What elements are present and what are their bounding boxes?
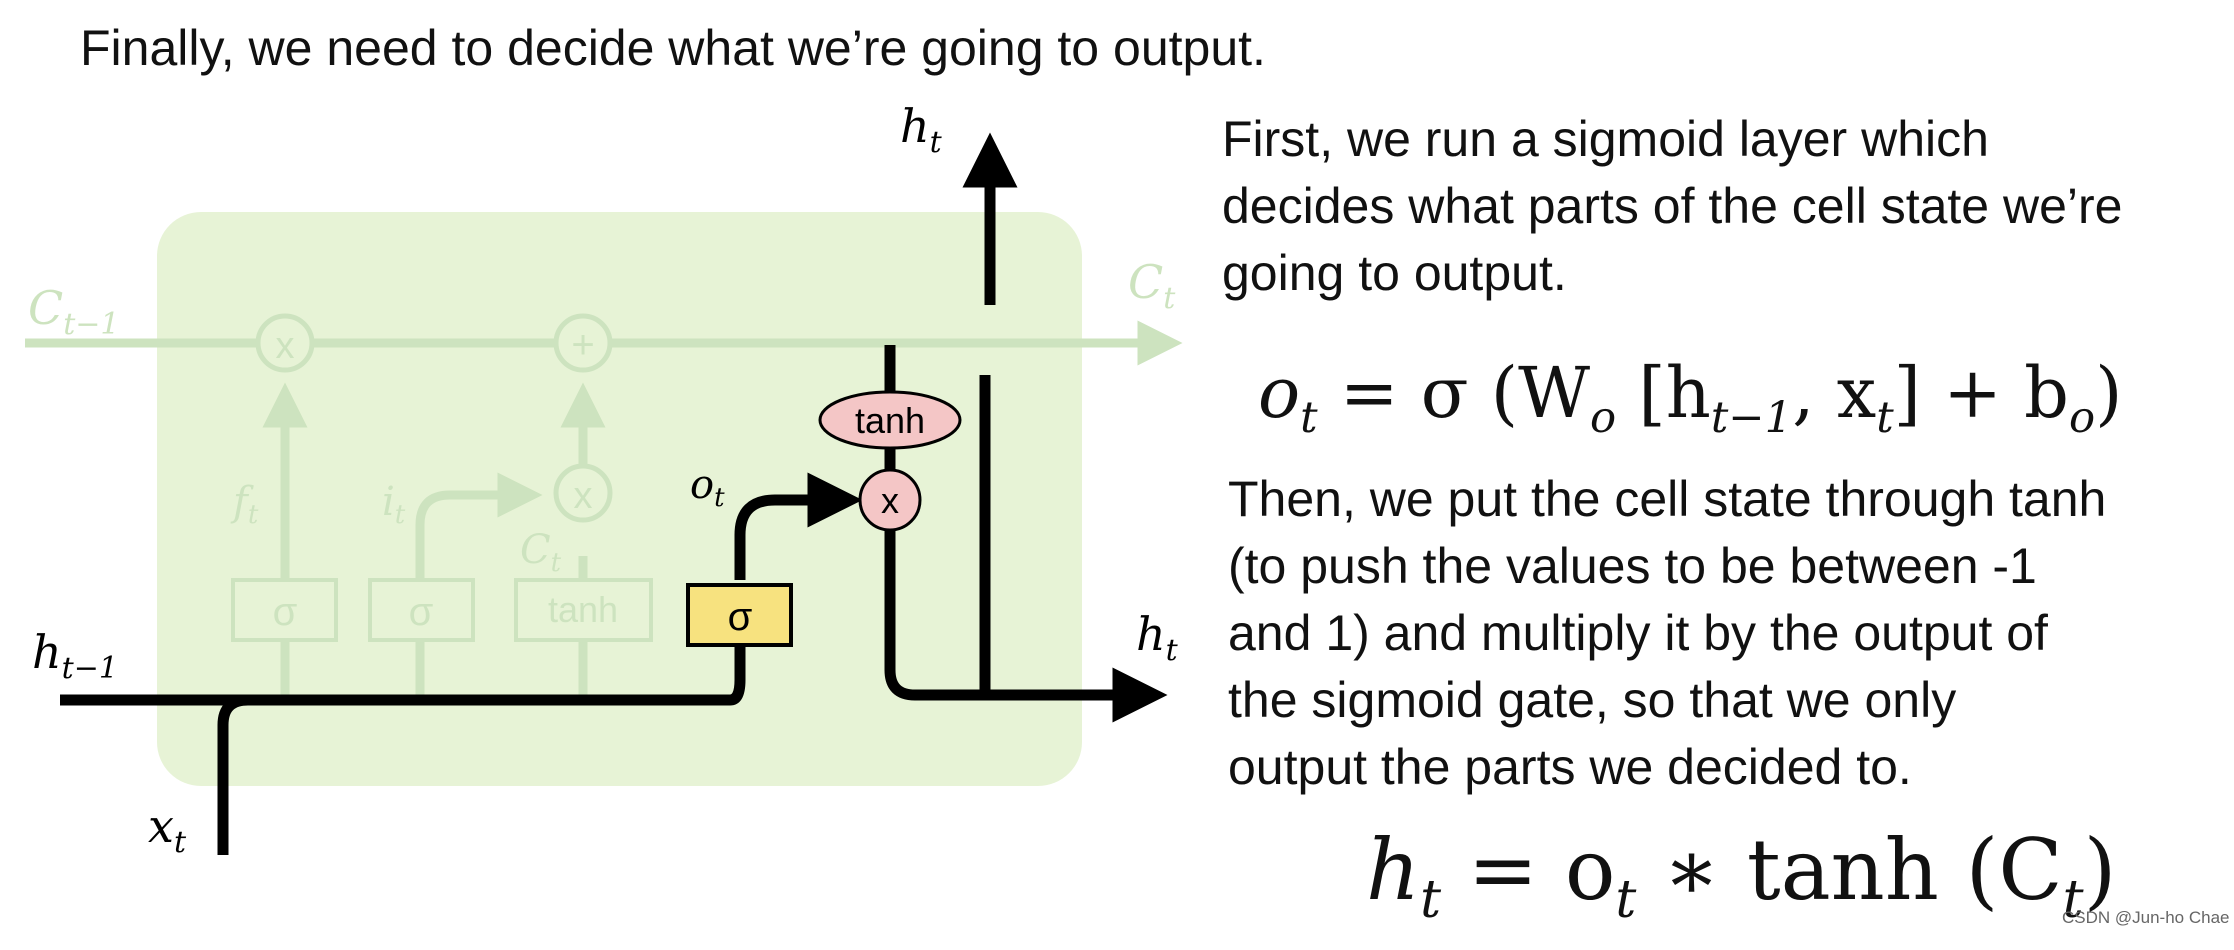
faded-input-multiply [553,463,613,523]
faded-times-label: x [276,325,295,367]
label-c-prev: Ct−1 [28,281,119,342]
eq-text: ) [2095,352,2123,434]
faded-forget-multiply [255,313,315,373]
para2-line: the sigmoid gate, so that we only [1228,672,1957,728]
faded-forget-gate [231,578,338,642]
faded-plus-label: + [571,323,594,367]
eq-text: ] + b [1893,352,2069,434]
eq-text: ∗ tanh (C [1636,821,2063,919]
label-text: C [520,527,551,573]
eq-text: ) [2083,821,2117,919]
eq-subscript: t [1420,870,1442,931]
eq-text: [h [1616,352,1711,434]
eq-subscript: t−1 [1710,393,1793,444]
lstm-cell-diagram: x + x σ σ tanh Ct−1 Ct ft it Ct [25,99,1183,860]
label-text: o [690,462,714,508]
faded-i-path [415,472,543,580]
label-text: h [900,99,930,153]
eq-subscript: t [1615,870,1637,931]
active-components: σ tanh x ht−1 xt ht ht ot [32,99,1179,860]
para2-line: output the parts we decided to. [1228,739,1912,795]
label-c-next: Ct [1128,255,1176,316]
label-text: C [1128,255,1163,309]
label-sub: t [1163,281,1176,316]
eq-text: = o [1441,821,1616,919]
faded-times-label: x [574,475,593,517]
label-text: x [148,799,174,853]
o-gate-arrow [734,472,863,580]
para1-line: decides what parts of the cell state we’… [1222,178,2123,234]
sigma-label: σ [728,595,753,639]
label-sub: t [248,500,259,530]
times-label: x [881,480,899,521]
label-o-gate: ot [690,462,725,513]
faded-add [553,313,613,373]
eq-subscript: t [1300,393,1318,444]
para2-line: and 1) and multiply it by the output of [1228,605,2048,661]
eq-subscript: t [1876,393,1894,444]
eq-subscript: o [1590,393,1617,444]
para1-line: First, we run a sigmoid layer which [1222,111,1989,167]
label-i-faded: it [382,479,406,530]
label-sub: t [714,483,725,513]
label-sub: t [1166,633,1179,668]
tanh-explanation: Then, we put the cell state through tanh… [1228,466,2106,801]
watermark: CSDN @Jun-ho Chae [2062,908,2230,927]
output-gate-equation: ot = σ (Wo [ht−1, xt] + bo) [1258,348,2122,463]
slide-heading: Finally, we need to decide what we’re go… [80,20,1266,76]
hidden-state-equation: ht = ot ∗ tanh (Ct) [1366,820,2116,950]
label-text: C [28,281,63,335]
eq-symbol: o [1258,352,1301,434]
faded-components: x + x σ σ tanh Ct−1 Ct ft it Ct [25,255,1183,700]
faded-sigma-label: σ [409,590,434,634]
label-sub: t−1 [63,307,119,342]
eq-subscript: o [2068,393,2096,444]
para2-line: (to push the values to be between -1 [1228,538,2037,594]
label-h-right: ht [1136,607,1179,668]
label-sub: t−1 [62,651,118,686]
label-text: h [32,625,62,679]
h-out-right-arrow [884,527,1168,723]
faded-input-gate [368,578,475,642]
eq-subscript: t [2062,870,2084,931]
eq-text: , x [1792,352,1877,434]
eq-symbol: h [1366,821,1421,919]
label-sub: t [395,500,406,530]
label-sub: t [551,548,562,578]
sigmoid-explanation: First, we run a sigmoid layer which deci… [1222,106,2122,307]
faded-tanh-label: tanh [548,589,618,630]
cell-background [157,212,1082,786]
faded-sigma-label: σ [273,590,298,634]
label-x-input: xt [148,799,187,860]
label-c-tilde-faded: Ct [520,527,562,578]
para2-line: Then, we put the cell state through tanh [1228,471,2107,527]
para1-line: going to output. [1222,245,1567,301]
faded-tanh-gate [514,578,653,642]
output-sigma-gate [686,583,793,647]
label-h-prev: ht−1 [32,625,118,686]
label-h-top: ht [900,99,943,160]
sigma-input-line [729,640,746,706]
eq-text: = σ (W [1317,352,1591,434]
x-input-line [217,694,249,855]
output-multiply-op [858,468,922,532]
tanh-op [818,390,962,450]
label-sub: t [930,125,943,160]
tanh-label: tanh [855,400,925,441]
label-text: h [1136,607,1166,661]
label-text: i [382,479,395,525]
label-sub: t [174,825,187,860]
